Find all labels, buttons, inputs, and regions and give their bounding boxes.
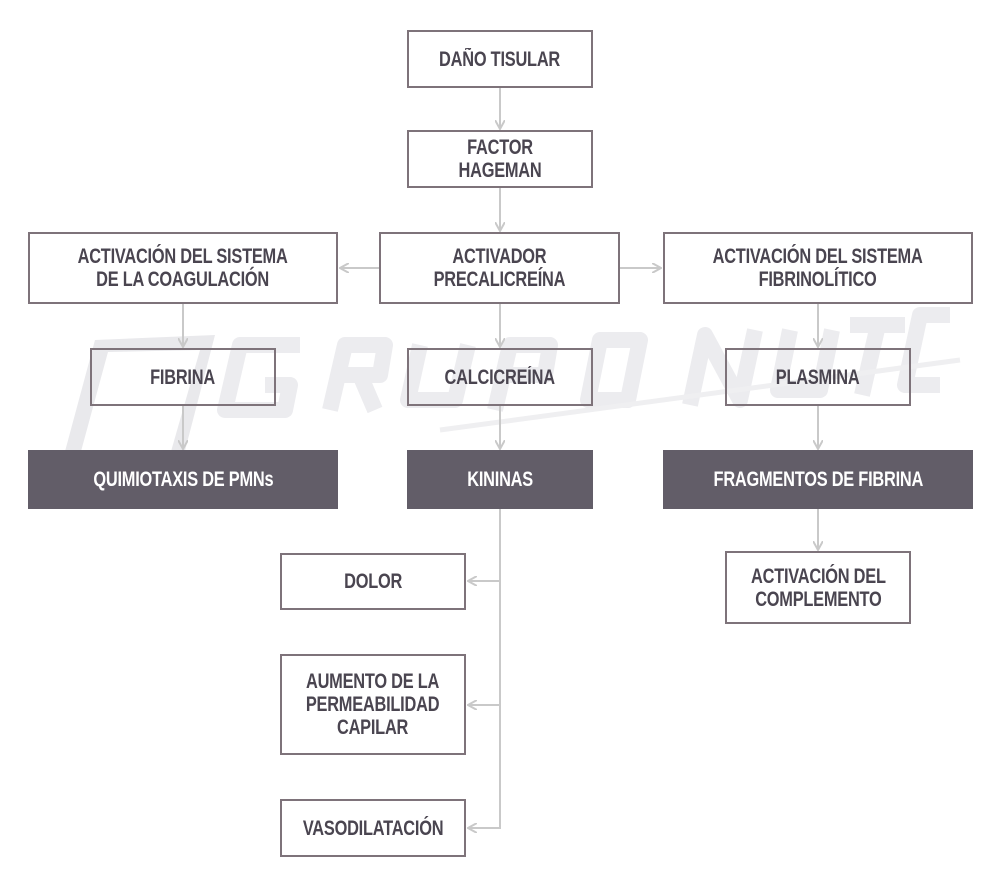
logo-mark-icon bbox=[60, 335, 215, 470]
watermark-tagline-shape bbox=[439, 357, 961, 433]
node-calcicreina: CALCICREÍNA bbox=[407, 348, 593, 406]
node-label: QUIMIOTAXIS DE PMNs bbox=[92, 468, 273, 491]
node-label: ACTIVACIÓN DEL SISTEMA FIBRINOLÍTICO bbox=[713, 245, 923, 291]
node-activacion-coagulacion: ACTIVACIÓN DEL SISTEMA DE LA COAGULACIÓN bbox=[28, 232, 338, 304]
node-label: AUMENTO DE LA PERMEABILIDAD CAPILAR bbox=[306, 670, 440, 739]
node-quimiotaxis: QUIMIOTAXIS DE PMNs bbox=[28, 450, 338, 509]
node-fibrina: FIBRINA bbox=[90, 348, 276, 406]
node-label: FIBRINA bbox=[150, 365, 216, 389]
node-vasodilatacion: VASODILATACIÓN bbox=[280, 799, 466, 857]
node-label: FACTOR HAGEMAN bbox=[458, 136, 542, 182]
node-label: PLASMINA bbox=[776, 365, 860, 389]
node-label: KININAS bbox=[467, 468, 533, 491]
node-dano-tisular: DAÑO TISULAR bbox=[407, 30, 593, 88]
node-permeabilidad: AUMENTO DE LA PERMEABILIDAD CAPILAR bbox=[280, 654, 466, 755]
node-activador-precalicreina: ACTIVADOR PRECALICREÍNA bbox=[379, 232, 620, 304]
node-dolor: DOLOR bbox=[280, 553, 466, 610]
node-label: CALCICREÍNA bbox=[444, 365, 556, 389]
watermark-brand-shape bbox=[217, 307, 950, 418]
node-label: ACTIVADOR PRECALICREÍNA bbox=[433, 245, 566, 291]
node-plasmina: PLASMINA bbox=[725, 348, 911, 406]
node-factor-hageman: FACTOR HAGEMAN bbox=[407, 130, 593, 188]
node-activacion-complemento: ACTIVACIÓN DEL COMPLEMENTO bbox=[725, 551, 911, 624]
node-label: DOLOR bbox=[344, 570, 402, 593]
node-label: FRAGMENTOS DE FIBRINA bbox=[713, 468, 923, 491]
node-label: ACTIVACIÓN DEL COMPLEMENTO bbox=[750, 564, 886, 611]
node-label: DAÑO TISULAR bbox=[439, 47, 561, 71]
node-kininas: KININAS bbox=[407, 450, 593, 509]
node-activacion-fibrinolitico: ACTIVACIÓN DEL SISTEMA FIBRINOLÍTICO bbox=[663, 232, 973, 304]
node-fragmentos-fibrina: FRAGMENTOS DE FIBRINA bbox=[663, 450, 973, 509]
node-label: ACTIVACIÓN DEL SISTEMA DE LA COAGULACIÓN bbox=[78, 245, 288, 291]
node-label: VASODILATACIÓN bbox=[302, 816, 444, 840]
